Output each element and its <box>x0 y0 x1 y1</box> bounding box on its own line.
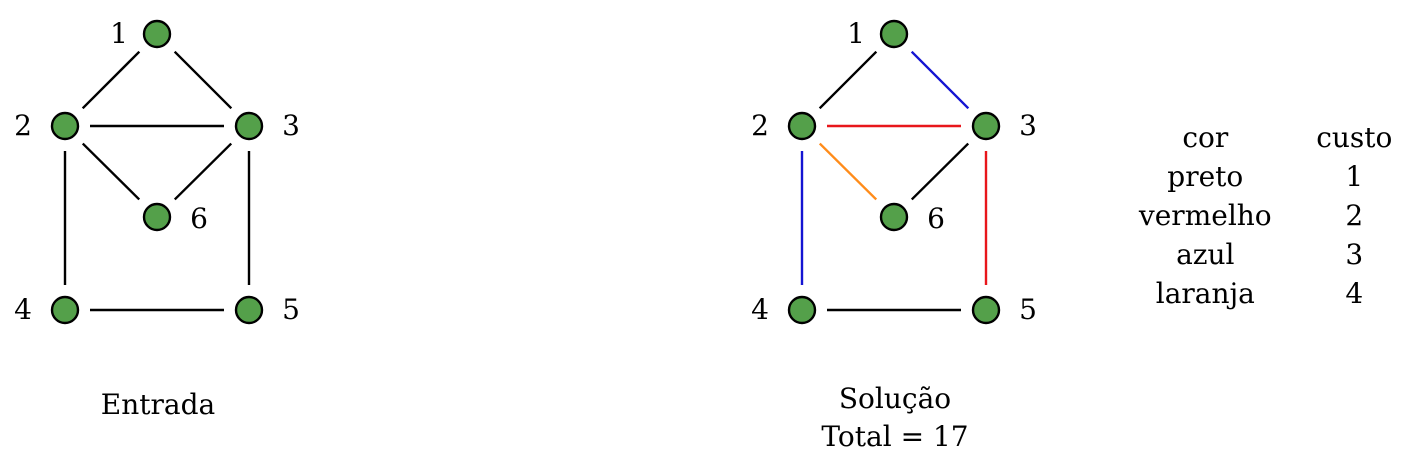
row-cost: 1 <box>1345 160 1364 193</box>
solution-node-label-6: 6 <box>927 202 945 235</box>
solution-node-1 <box>879 19 909 49</box>
row-color: azul <box>1176 238 1235 271</box>
cost-table: cor custo preto 1 vermelho 2 azul 3 lara… <box>1130 118 1410 313</box>
row-cost: 4 <box>1345 277 1364 310</box>
row-color: laranja <box>1155 277 1255 310</box>
input-node-label-6: 6 <box>190 202 208 235</box>
solution-node-6 <box>879 202 909 232</box>
solution-caption-text: Solução <box>838 382 952 415</box>
solution-node-label-1: 1 <box>847 17 865 50</box>
input-node-label-1: 1 <box>110 17 128 50</box>
solution-edge-1-2 <box>818 50 878 110</box>
solution-edge-2-6 <box>818 142 878 201</box>
input-node-3 <box>234 111 264 141</box>
solution-edge-3-6 <box>910 142 970 201</box>
solution-caption: Solução Total = 17 <box>821 380 968 456</box>
input-caption-text: Entrada <box>100 388 216 421</box>
row-color: vermelho <box>1138 199 1272 232</box>
row-cost: 2 <box>1345 199 1364 232</box>
solution-node-2 <box>787 111 817 141</box>
input-node-label-2: 2 <box>14 109 32 142</box>
input-node-2 <box>50 111 80 141</box>
solution-graph <box>787 19 1001 325</box>
solution-node-label-5: 5 <box>1019 293 1037 326</box>
header-color: cor <box>1182 121 1229 154</box>
input-node-label-5: 5 <box>282 293 300 326</box>
solution-edge-1-3 <box>910 50 970 110</box>
solution-node-label-2: 2 <box>751 109 769 142</box>
input-edge-1-3 <box>173 50 233 110</box>
row-cost: 3 <box>1345 238 1364 271</box>
input-caption: Entrada <box>101 386 215 424</box>
solution-node-4 <box>787 295 817 325</box>
input-node-4 <box>50 295 80 325</box>
input-edge-1-2 <box>81 50 141 110</box>
cost-table-row: laranja 4 <box>1130 274 1410 313</box>
solution-total: Total = 17 <box>821 420 969 453</box>
solution-node-label-3: 3 <box>1019 109 1037 142</box>
cost-table-row: preto 1 <box>1130 157 1410 196</box>
solution-node-label-4: 4 <box>751 293 769 326</box>
input-edge-3-6 <box>173 142 233 201</box>
input-graph <box>50 19 264 325</box>
solution-node-3 <box>971 111 1001 141</box>
input-edge-2-6 <box>81 142 141 201</box>
solution-node-5 <box>971 295 1001 325</box>
cost-table-row: azul 3 <box>1130 235 1410 274</box>
cost-table-row: vermelho 2 <box>1130 196 1410 235</box>
input-node-1 <box>142 19 172 49</box>
input-node-6 <box>142 202 172 232</box>
row-color: preto <box>1167 160 1244 193</box>
input-node-5 <box>234 295 264 325</box>
cost-table-header: cor custo <box>1130 118 1410 157</box>
input-node-label-3: 3 <box>282 109 300 142</box>
input-node-label-4: 4 <box>14 293 32 326</box>
header-cost: custo <box>1316 121 1393 154</box>
